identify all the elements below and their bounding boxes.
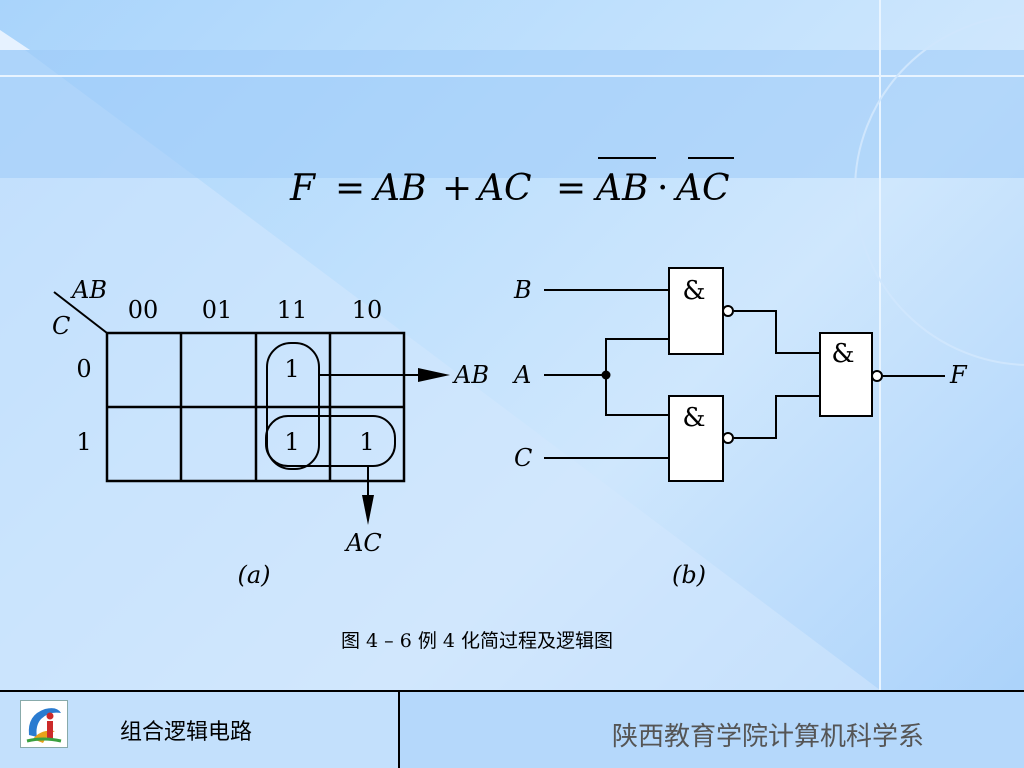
kmap-col-header: 10 <box>352 296 383 324</box>
gate-1-body <box>668 267 724 355</box>
gate-1-symbol: & <box>682 276 705 306</box>
kmap-row-header: 1 <box>76 428 91 456</box>
arrow-ac-label: AC <box>344 529 382 557</box>
formula-eq2: = <box>556 168 586 209</box>
formula-plus: + <box>442 168 472 209</box>
gate-3-symbol: & <box>831 339 854 369</box>
formula-eq1: = <box>335 168 365 209</box>
department-name: 陕西教育学院计算机科学系 <box>611 722 924 752</box>
junction-dot <box>601 370 611 380</box>
kmap-col-header: 00 <box>128 296 159 324</box>
bg-top-band <box>0 50 1024 178</box>
arrow-ab-head <box>418 368 450 382</box>
kmap-row-header: 0 <box>76 355 91 383</box>
school-logo <box>20 700 68 748</box>
footer-bar: 组合逻辑电路 陕西教育学院计算机科学系 <box>0 690 1024 768</box>
logic-circuit: B A C & & <box>512 267 968 589</box>
kmap-cell: 1 <box>284 428 299 456</box>
wire-g1-out <box>734 310 820 354</box>
gate-2-bubble <box>722 432 734 444</box>
footer-right: 陕西教育学院计算机科学系 <box>400 692 1024 768</box>
formula-dot: · <box>657 168 668 209</box>
input-c-label: C <box>514 444 532 472</box>
output-f-label: F <box>949 361 968 389</box>
course-title: 组合逻辑电路 <box>120 720 253 745</box>
gate-3-bubble <box>871 370 883 382</box>
nand-gate-2: & <box>668 395 734 482</box>
kmap-corner-diagonal <box>53 291 108 334</box>
formula-nand-term2: AC <box>673 168 730 209</box>
formula-nand-term1: AB <box>593 168 648 209</box>
formula-term1: AB <box>371 168 426 209</box>
kmap-row-var: C <box>52 312 70 340</box>
nand-gate-1: & <box>668 267 734 355</box>
wire-a-upper <box>605 338 669 375</box>
footer-left: 组合逻辑电路 <box>0 692 400 768</box>
formula-term2: AC <box>475 168 532 209</box>
arrow-ab-label: AB <box>452 361 489 389</box>
bg-light-wedge <box>0 30 880 690</box>
gate-3-body <box>819 332 873 417</box>
formula: F = AB + AC = AB · AC <box>289 157 734 209</box>
gate-1-bubble <box>722 305 734 317</box>
wire-a-lower <box>605 375 669 416</box>
logo-graphic <box>26 708 62 743</box>
input-a-label: A <box>512 361 531 389</box>
kmap-cell: 1 <box>284 355 299 383</box>
kmap-col-var: AB <box>70 276 107 304</box>
kmap-group-ac <box>265 415 396 467</box>
arrow-ac-head <box>362 495 374 525</box>
bg-corner-tri <box>0 30 30 50</box>
bg-circle-arc <box>854 14 1024 366</box>
kmap-col-header: 01 <box>202 296 233 324</box>
input-b-label: B <box>513 276 532 304</box>
gate-2-symbol: & <box>682 403 705 433</box>
kmap-col-header: 11 <box>277 296 308 324</box>
kmap-caption: (a) <box>237 561 270 589</box>
circuit-caption: (b) <box>672 561 706 589</box>
kmap-cell: 1 <box>359 428 374 456</box>
figure-caption: 图 4 – 6 例 4 化简过程及逻辑图 <box>341 630 613 652</box>
nand-gate-3: & <box>819 332 883 417</box>
kmap-group-ab <box>266 342 320 470</box>
formula-lhs: F <box>289 168 317 209</box>
circuit-wires <box>544 289 945 459</box>
gate-2-body <box>668 395 724 482</box>
karnaugh-map: AB C 00 01 11 10 0 1 1 1 1 <box>52 276 489 589</box>
wire-g2-out <box>734 395 820 439</box>
kmap-grid <box>105 331 406 483</box>
